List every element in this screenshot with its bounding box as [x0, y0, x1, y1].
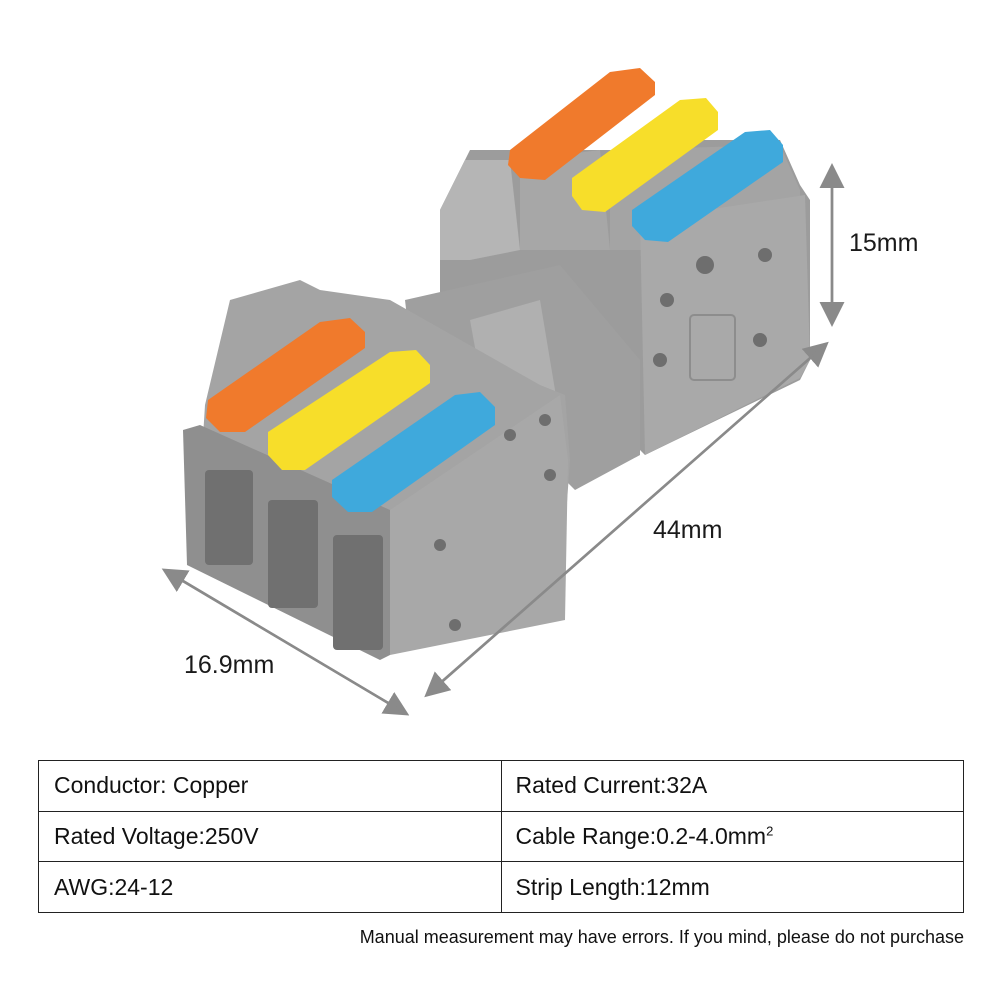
spec-cable-range: Cable Range:0.2-4.0mm	[515, 822, 767, 849]
spec-awg: AWG:24-12	[38, 861, 502, 913]
table-row: AWG:24-12 Strip Length:12mm	[38, 861, 964, 913]
width-label: 16.9mm	[184, 651, 275, 679]
front-levers	[206, 318, 495, 512]
height-label: 15mm	[849, 229, 919, 257]
product-illustration: 15mm 44mm 16.9mm	[161, 68, 919, 716]
rear-levers	[508, 68, 783, 242]
table-row: Rated Voltage:250V Cable Range:0.2-4.0mm…	[38, 810, 964, 863]
length-label: 44mm	[653, 516, 723, 544]
spec-cable-range-cell: Cable Range:0.2-4.0mm2	[500, 810, 964, 863]
spec-table: Conductor: Copper Rated Current:32A Rate…	[38, 760, 964, 913]
wire-connector-icon	[161, 68, 845, 716]
spec-cable-range-superscript: 2	[766, 823, 774, 839]
spec-rated-voltage: Rated Voltage:250V	[38, 810, 502, 863]
spec-strip-length: Strip Length:12mm	[500, 861, 964, 913]
disclaimer-text: Manual measurement may have errors. If y…	[359, 927, 964, 947]
table-row: Conductor: Copper Rated Current:32A	[38, 760, 964, 812]
spec-rated-current: Rated Current:32A	[500, 760, 964, 812]
spec-conductor: Conductor: Copper	[38, 760, 502, 812]
